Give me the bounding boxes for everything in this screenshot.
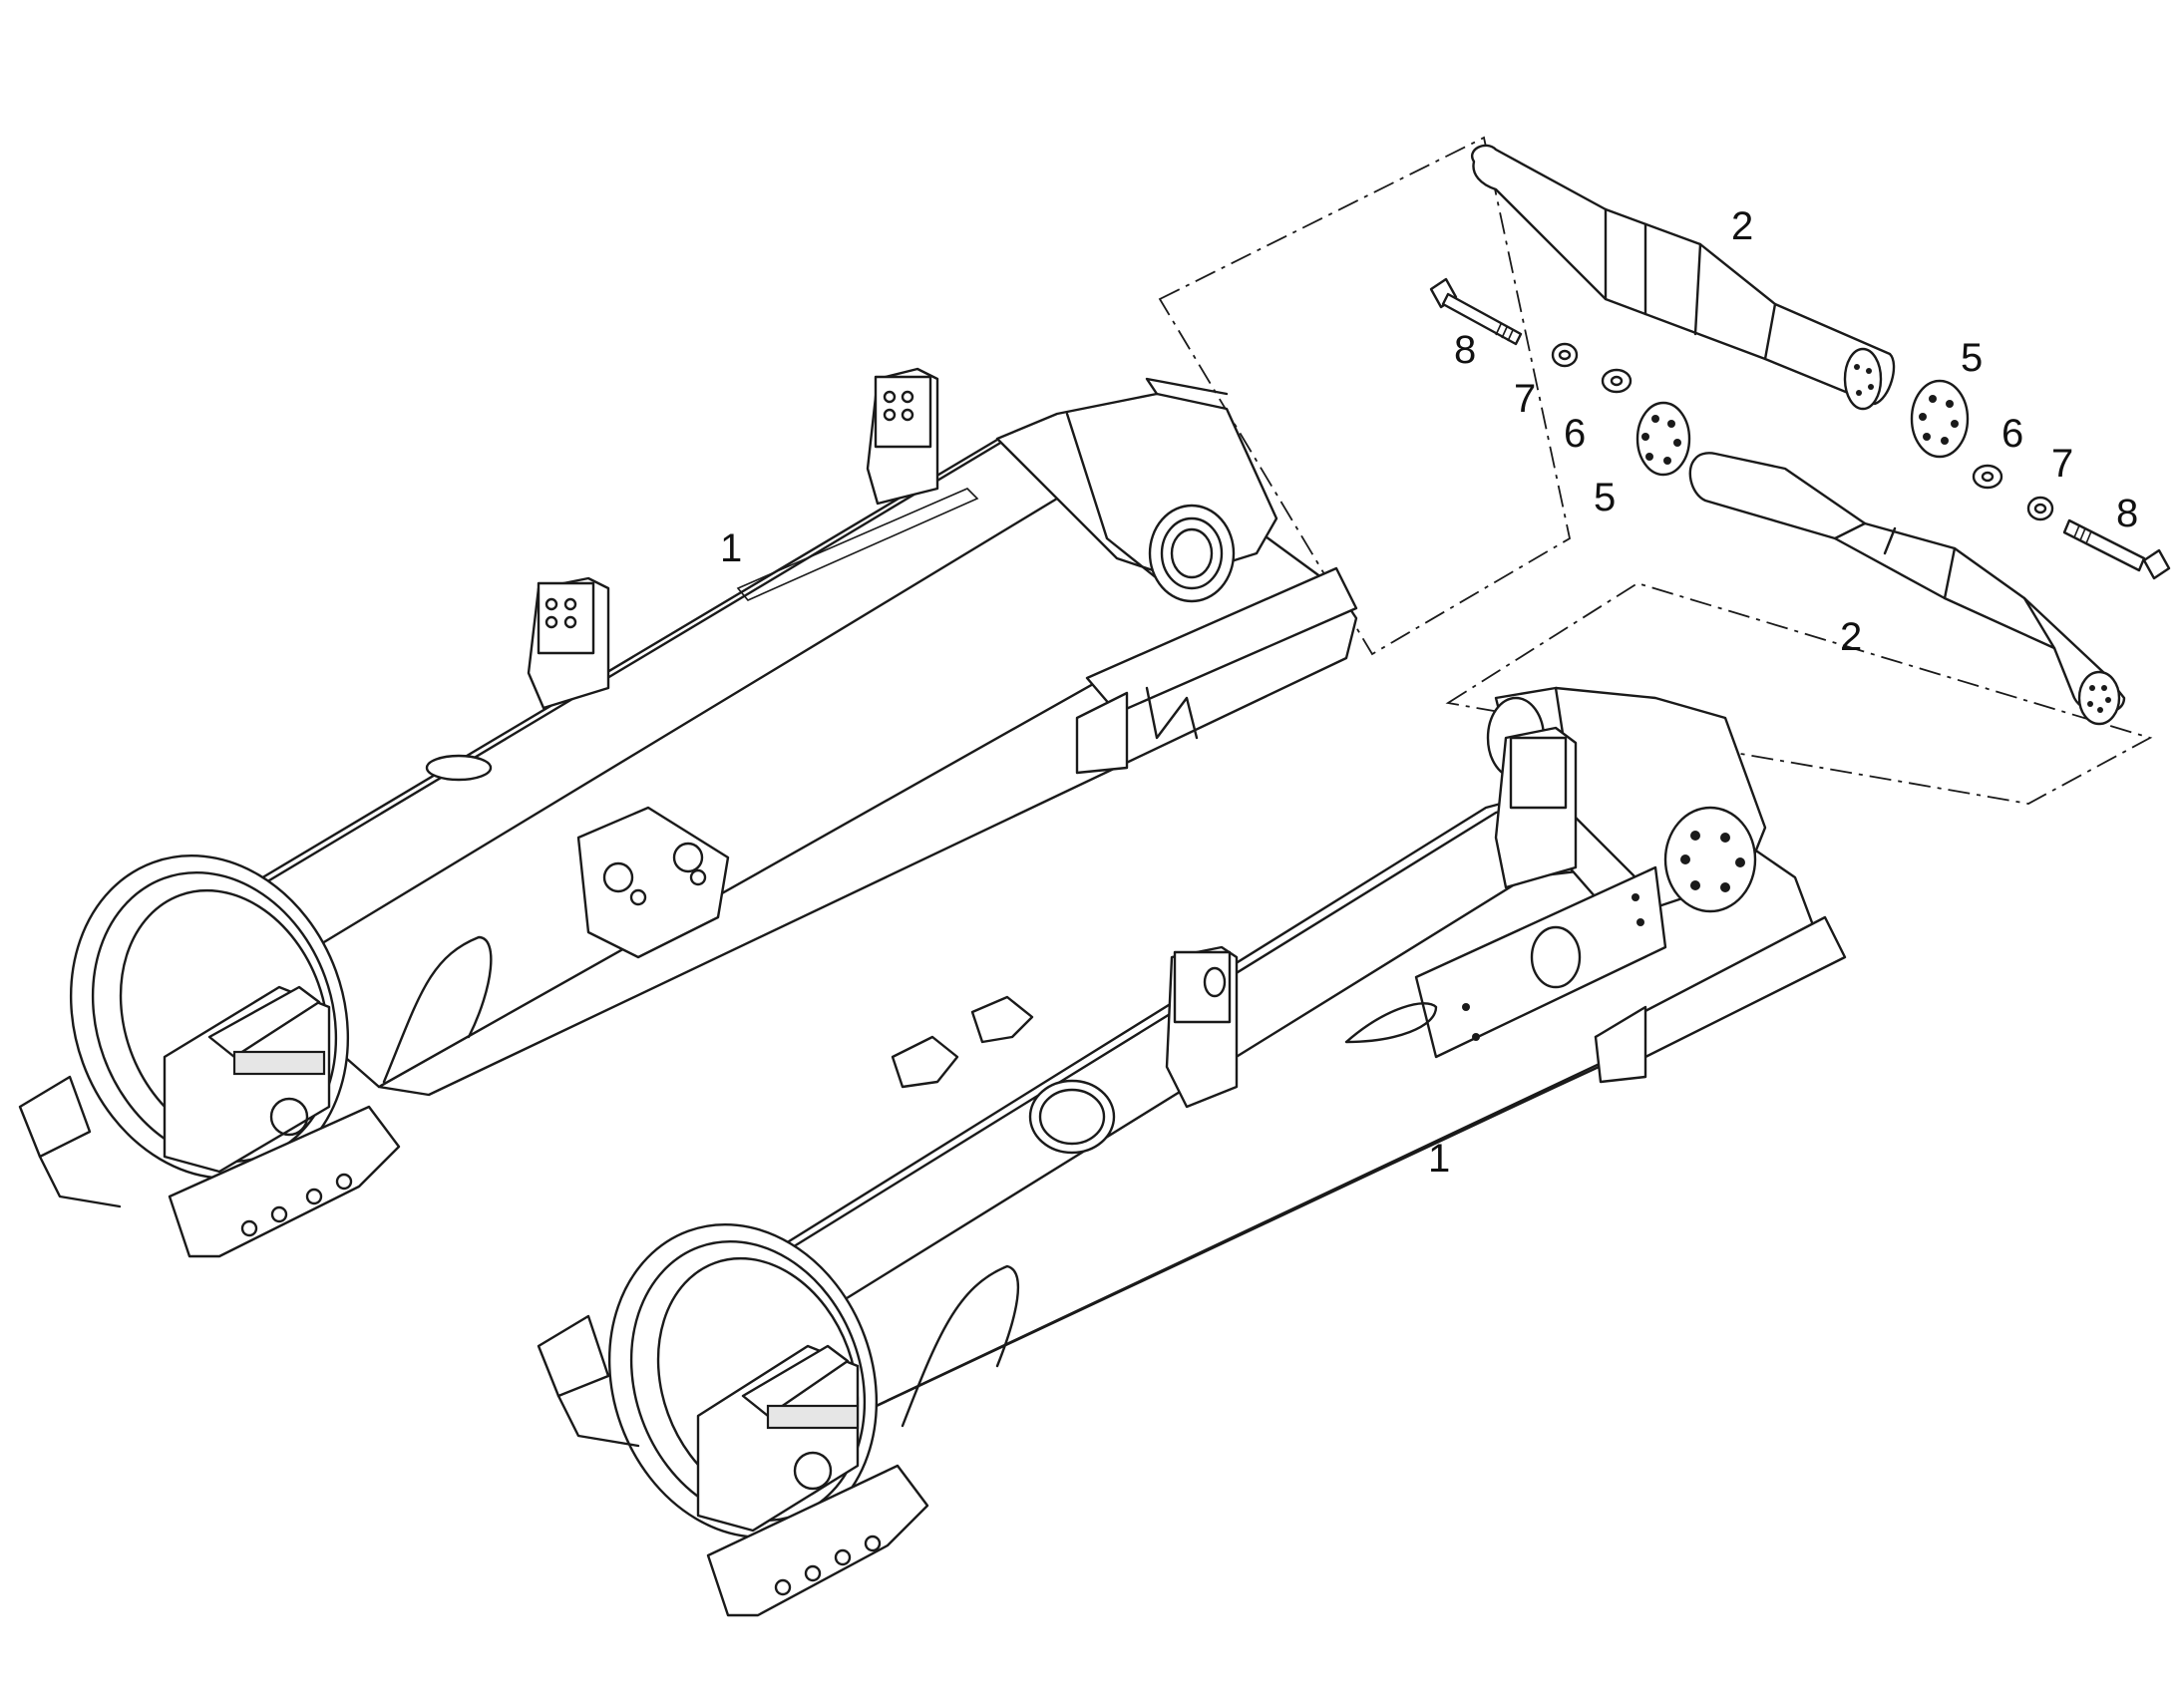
track-frame-lower [537,686,1847,1617]
spacer-upper [1551,342,1579,368]
callout-shaft-upper: 2 [1731,204,1753,248]
callout-bolt-lower: 8 [2116,492,2138,535]
callout-spacer-lower: 7 [2051,442,2073,486]
spacer-lower [2026,496,2054,521]
callout-flange-upper: 5 [1961,336,1983,380]
callout-flange-lower: 5 [1594,476,1616,519]
callout-spacer-upper: 7 [1514,377,1536,421]
callout-washer-lower: 6 [2001,412,2023,456]
bolt-lower [2062,518,2171,580]
flange-upper [1910,379,1970,459]
callout-frame-upper: 1 [720,526,742,570]
shaft-upper [1471,144,1896,411]
bolt-upper [1429,277,1523,346]
washer-upper [1601,368,1633,394]
callout-shaft-lower: 2 [1840,615,1862,659]
callout-washer-upper: 6 [1564,412,1586,456]
flange-lower [1635,401,1691,477]
track-frame-upper [18,367,1358,1258]
callout-frame-lower: 1 [1428,1137,1450,1181]
shaft-lower [1688,452,2126,726]
washer-lower [1972,464,2003,490]
rear-hub-lower [1663,806,1757,913]
assembly-boundary-upper [1158,136,1572,656]
callout-bolt-upper: 8 [1454,328,1476,372]
assembly-boundary-lower [1445,582,2153,805]
